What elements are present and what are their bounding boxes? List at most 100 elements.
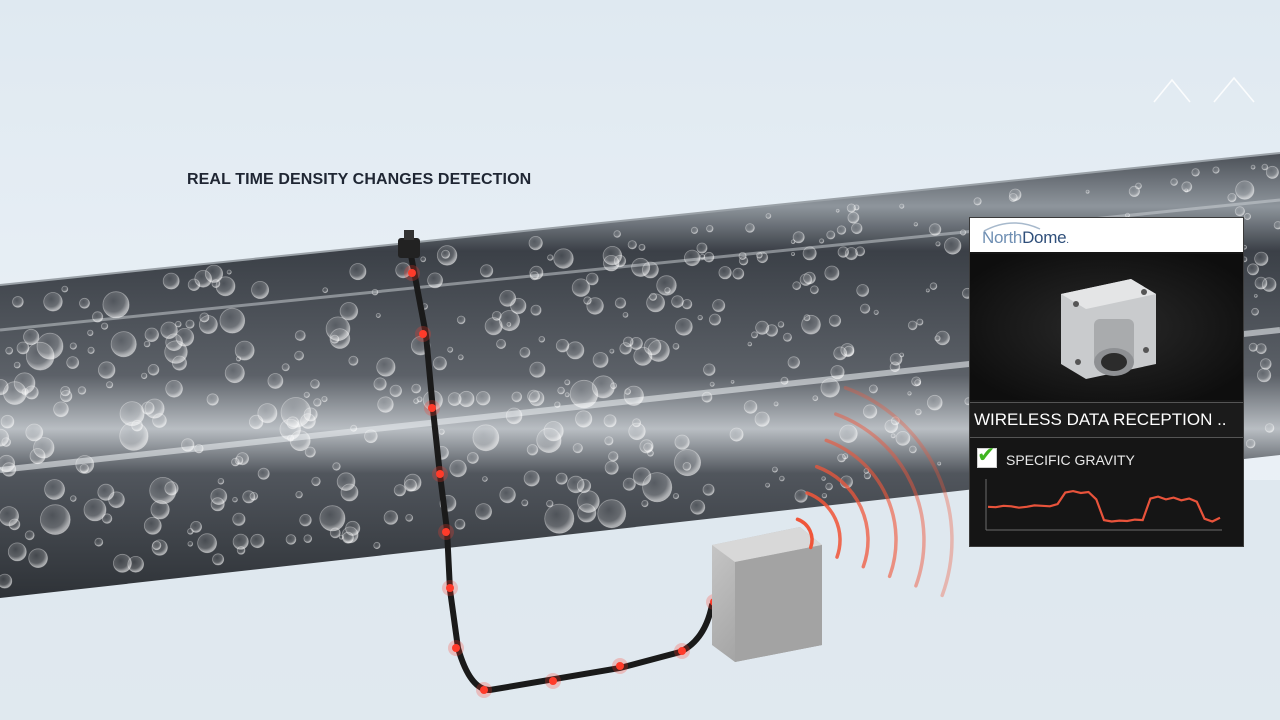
bubble: [25, 423, 44, 442]
bubble: [383, 510, 399, 525]
bubble: [780, 376, 789, 385]
bubble: [526, 444, 539, 456]
bubble: [13, 361, 21, 369]
bubble: [643, 442, 653, 453]
bubble: [564, 379, 571, 386]
signal-arc: [824, 438, 898, 579]
bubble: [185, 319, 195, 329]
bubble: [868, 384, 878, 394]
bubble: [792, 231, 805, 244]
bubble: [194, 269, 213, 288]
bubble: [555, 472, 568, 485]
bubble: [690, 226, 699, 234]
bubble: [913, 222, 918, 227]
bubble: [289, 430, 311, 452]
bubble: [447, 346, 454, 353]
bubble: [310, 379, 320, 389]
bubble: [821, 493, 828, 499]
sensor-led-glow: [415, 326, 431, 342]
bubble: [567, 475, 585, 494]
bubble: [696, 242, 708, 254]
bubble: [828, 314, 842, 327]
bubble: [97, 483, 115, 501]
bubble: [608, 451, 619, 462]
bubble: [432, 356, 447, 371]
bubble: [224, 363, 245, 384]
bubble: [718, 266, 732, 280]
bubble: [944, 237, 962, 255]
bubble: [765, 482, 771, 488]
bubble: [152, 413, 167, 428]
bubble: [701, 391, 713, 403]
sensor-device-image: [970, 254, 1243, 400]
bubble: [472, 424, 500, 452]
bubble: [926, 394, 943, 411]
bubble: [466, 452, 479, 464]
bubble: [528, 236, 543, 251]
bubble: [234, 455, 244, 465]
bubble: [144, 327, 160, 343]
bubble: [756, 252, 763, 259]
bubble: [1248, 342, 1258, 352]
bubble: [538, 335, 546, 343]
bubble: [496, 338, 507, 349]
bubble: [0, 414, 15, 429]
sensor-led-dot: [442, 528, 450, 536]
bubble: [821, 476, 826, 481]
bubble: [792, 281, 802, 291]
bubble: [61, 285, 69, 293]
signal-arc: [805, 491, 842, 559]
bubble: [66, 356, 80, 370]
bubble: [1257, 368, 1272, 383]
sensor-led-glow: [674, 643, 690, 659]
sensor-led-glow: [404, 265, 420, 281]
bubble: [755, 320, 770, 335]
specific-gravity-checkbox[interactable]: ✔: [977, 443, 997, 468]
bubble: [232, 496, 238, 503]
bubble: [554, 401, 561, 408]
specific-gravity-trend-chart: [985, 479, 1222, 531]
bubble: [672, 342, 680, 350]
bubble: [286, 416, 300, 430]
bubble: [862, 404, 878, 419]
bubble: [614, 297, 627, 309]
bubble: [206, 393, 219, 406]
bubble: [299, 514, 312, 527]
bubble: [585, 272, 599, 286]
bubble: [706, 224, 714, 233]
bubble: [754, 411, 770, 427]
bubble: [623, 385, 644, 406]
bubble: [101, 513, 113, 524]
bubble: [791, 251, 796, 256]
bubble: [649, 292, 658, 301]
bubble: [70, 495, 77, 502]
sensor-led-glow: [448, 640, 464, 656]
bubble: [329, 328, 351, 349]
bubble: [350, 424, 358, 432]
wireless-signal-arcs: [795, 386, 954, 598]
bubble: [413, 398, 420, 405]
bubble: [1135, 182, 1142, 190]
bubble: [393, 484, 406, 497]
bubble: [257, 403, 278, 424]
signal-arc: [834, 412, 926, 588]
bubble: [647, 339, 670, 362]
bubble: [339, 302, 359, 321]
bubble: [610, 382, 617, 390]
bubble: [925, 288, 930, 293]
bubble: [745, 223, 755, 233]
bubble: [457, 354, 464, 361]
bubble: [119, 421, 149, 451]
bubble: [79, 297, 90, 309]
bubble: [499, 289, 517, 307]
signal-arc: [843, 386, 954, 598]
bubble: [210, 488, 228, 506]
bubble: [1227, 193, 1237, 203]
bubble: [190, 521, 203, 533]
bubble: [856, 284, 870, 297]
bubble: [151, 540, 162, 551]
bubble: [732, 267, 745, 280]
sensor-led-glow: [432, 466, 448, 482]
bubble: [484, 317, 503, 336]
bubble: [371, 288, 379, 296]
